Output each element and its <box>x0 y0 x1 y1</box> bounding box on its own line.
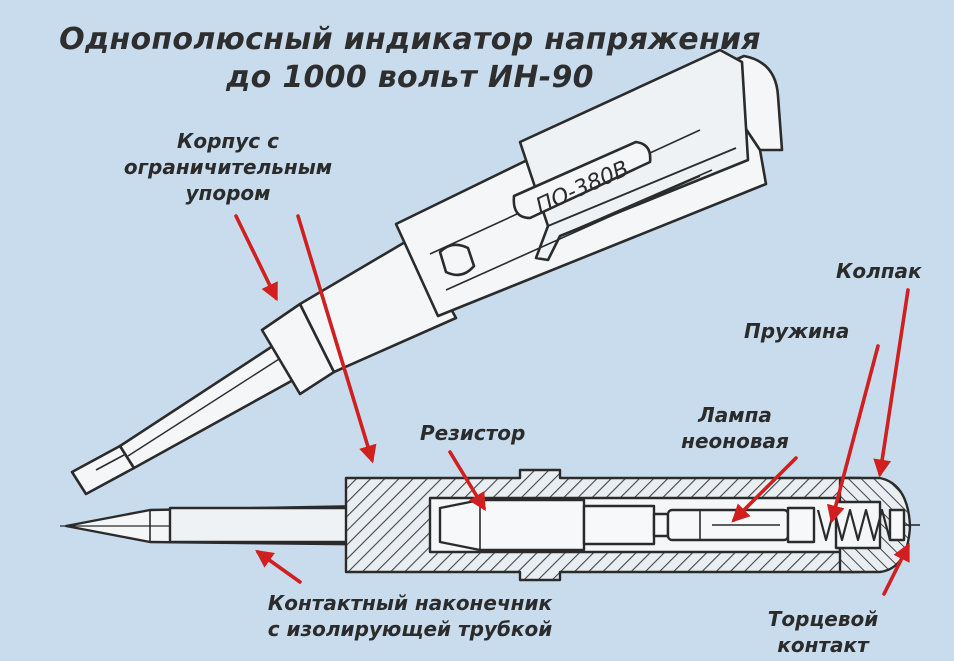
resistor-part <box>438 498 586 552</box>
screwdriver-shaft <box>118 338 306 470</box>
label-spring: Пружина <box>744 318 849 344</box>
label-end-contact: Торцевой контакт <box>748 606 898 658</box>
arrow-resistor <box>448 450 486 512</box>
label-body-line-3: упором <box>185 181 271 205</box>
label-cap: Колпак <box>836 258 922 284</box>
arrow-tip <box>255 549 302 584</box>
indicator-cross-section <box>60 468 920 582</box>
label-tip-line-1: Контактный наконечник <box>267 591 553 615</box>
label-cap-text: Колпак <box>836 259 922 283</box>
label-contact-tip: Контактный наконечник с изолирующей труб… <box>200 590 620 642</box>
indicator-isometric-view <box>70 48 784 496</box>
arrow-lamp <box>731 456 798 523</box>
arrow-body-to-collar <box>234 214 278 302</box>
insulating-tube <box>168 506 352 544</box>
arrow-cap <box>873 288 910 478</box>
label-end-contact-line-2: контакт <box>777 633 869 657</box>
arrow-end-contact <box>882 542 910 596</box>
label-resistor: Резистор <box>420 420 525 446</box>
label-body-line-2: ограничительным <box>123 155 333 179</box>
label-resistor-text: Резистор <box>420 421 526 445</box>
label-neon-lamp: Лампа неоновая <box>660 402 810 454</box>
arrow-spring <box>826 344 880 524</box>
title-line-2: до 1000 вольт ИН-90 <box>226 60 594 95</box>
title-line-1: Однополюсный индикатор напряжения <box>59 22 761 57</box>
label-body-line-1: Корпус с <box>177 129 279 153</box>
marking-cartouche <box>512 140 652 220</box>
pointer-arrows <box>234 214 910 596</box>
spring-coil <box>816 508 892 542</box>
diagram-title: Однополюсный индикатор напряжения <box>0 22 820 58</box>
label-lamp-line-2: неоновая <box>681 429 789 453</box>
label-spring-text: Пружина <box>744 319 850 343</box>
label-tip-line-2: с изолирующей трубкой <box>267 617 553 641</box>
lamp-connector <box>582 504 656 546</box>
label-lamp-line-1: Лампа <box>698 403 772 427</box>
label-body-with-stop: Корпус с ограничительным упором <box>88 128 368 206</box>
label-end-contact-line-1: Торцевой <box>767 607 879 631</box>
diagram-subtitle: до 1000 вольт ИН-90 <box>0 60 820 96</box>
arrow-body-to-section <box>296 214 377 464</box>
housing-window <box>438 243 476 277</box>
end-contact-part <box>888 508 906 542</box>
